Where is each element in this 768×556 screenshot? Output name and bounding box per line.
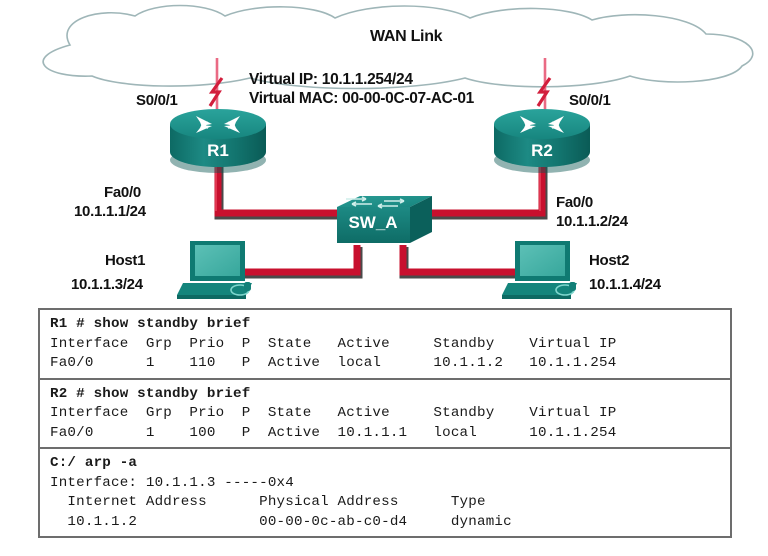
arp-command-line: C:/ arp -a — [50, 455, 138, 471]
console-panel-r1: R1 # show standby brief Interface Grp Pr… — [40, 310, 730, 380]
r2-lan-interface-label: Fa0/0 — [556, 194, 593, 211]
host2-name-label: Host2 — [589, 252, 630, 269]
r2-table-row: Fa0/0 1 100 P Active 10.1.1.1 local 10.1… — [50, 424, 617, 441]
router-arrows-icon — [196, 116, 240, 133]
r1-table-header: Interface Grp Prio P State Active Standb… — [50, 335, 617, 352]
host1-name-label: Host1 — [105, 252, 146, 269]
ethernet-links — [214, 164, 548, 279]
r1-serial-interface-label: S0/0/1 — [136, 92, 178, 109]
lightning-bolt-icon — [536, 77, 552, 107]
host2-computer — [502, 241, 577, 299]
cloud-outline — [42, 4, 754, 90]
router-arrows-icon — [520, 116, 564, 133]
arp-table-header: Internet Address Physical Address Type — [50, 494, 486, 510]
wan-cloud-label: WAN Link — [370, 28, 443, 45]
console-panel-host-arp: C:/ arp -a Interface: 10.1.1.3 -----0x4 … — [40, 449, 730, 536]
virtual-ip-label: Virtual IP: 10.1.1.254/24 — [249, 71, 413, 88]
switch-arrows-icon — [346, 196, 405, 209]
serial-link-r1 — [208, 58, 224, 118]
console-output-stack: R1 # show standby brief Interface Grp Pr… — [38, 308, 732, 538]
network-topology: R1 R2 SW_A — [42, 4, 754, 299]
console-panel-r2: R2 # show standby brief Interface Grp Pr… — [40, 380, 730, 449]
arp-interface-line: Interface: 10.1.1.3 -----0x4 — [50, 474, 294, 491]
router-r2-name: R2 — [531, 141, 553, 160]
switch-sw-a: SW_A — [337, 196, 432, 243]
r1-table-row: Fa0/0 1 110 P Active local 10.1.1.2 10.1… — [50, 355, 617, 371]
serial-link-r2 — [536, 58, 552, 118]
wan-cloud — [42, 4, 754, 90]
host1-computer — [177, 241, 252, 299]
router-r1-name: R1 — [207, 141, 229, 160]
host2-address-label: 10.1.1.4/24 — [589, 276, 661, 293]
router-r2: R2 — [494, 109, 590, 173]
r2-command-line: R2 # show standby brief — [50, 385, 251, 402]
r1-lan-interface-label: Fa0/0 — [104, 184, 141, 201]
r1-command-line: R1 # show standby brief — [50, 316, 251, 332]
host1-address-label: 10.1.1.3/24 — [71, 276, 143, 293]
lightning-bolt-icon — [208, 77, 224, 107]
switch-name: SW_A — [348, 213, 397, 232]
r2-lan-address-label: 10.1.1.2/24 — [556, 213, 628, 230]
router-r1: R1 — [170, 109, 266, 173]
r2-serial-interface-label: S0/0/1 — [569, 92, 611, 109]
r1-lan-address-label: 10.1.1.1/24 — [74, 203, 146, 220]
arp-table-row: 10.1.1.2 00-00-0c-ab-c0-d4 dynamic — [50, 513, 512, 530]
virtual-mac-label: Virtual MAC: 00-00-0C-07-AC-01 — [249, 90, 474, 107]
r2-table-header: Interface Grp Prio P State Active Standb… — [50, 405, 617, 421]
